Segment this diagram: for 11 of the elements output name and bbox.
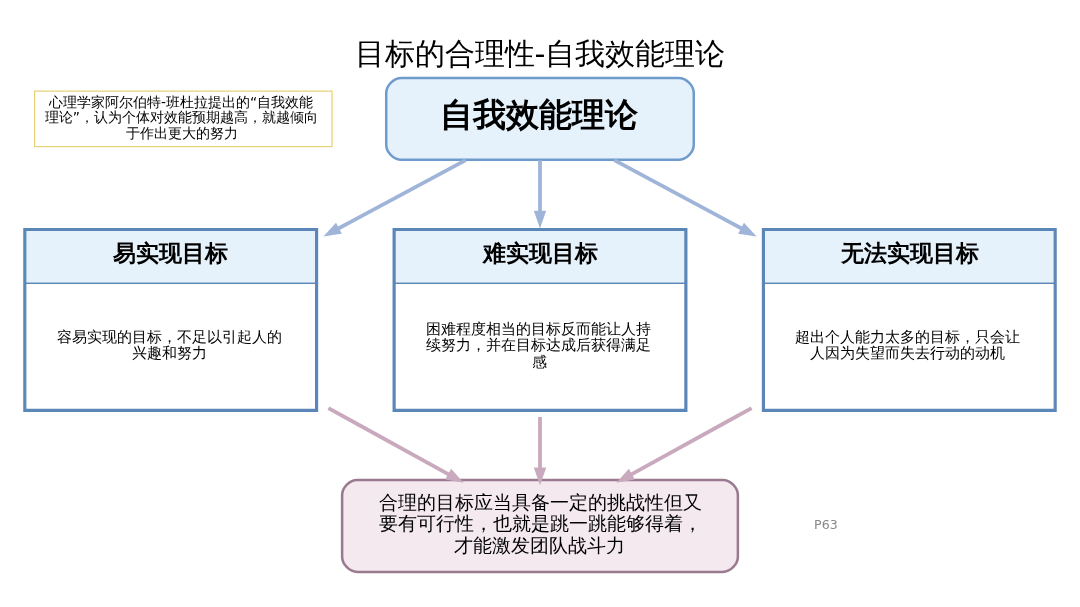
node-box: 合理的目标应当具备一定的挑战性但又要有可行性，也就是跳一跳能够得着，才能激发团队战斗力 [340, 478, 740, 574]
arrow [533, 416, 547, 486]
arrow [327, 406, 464, 483]
arrow [616, 406, 753, 483]
arrow [533, 160, 547, 229]
arrow [613, 158, 757, 237]
arrow [323, 158, 467, 237]
label: P63 [814, 517, 838, 533]
node-box: 自我效能理论 [385, 76, 695, 162]
diagram-title: 目标的合理性-自我效能理论 [354, 36, 726, 72]
label: 心理学家阿尔伯特-班杜拉提出的“自我效能理论”，认为个体对效能预期越高，就越倾向于作出更大的努力 [44, 94, 318, 141]
